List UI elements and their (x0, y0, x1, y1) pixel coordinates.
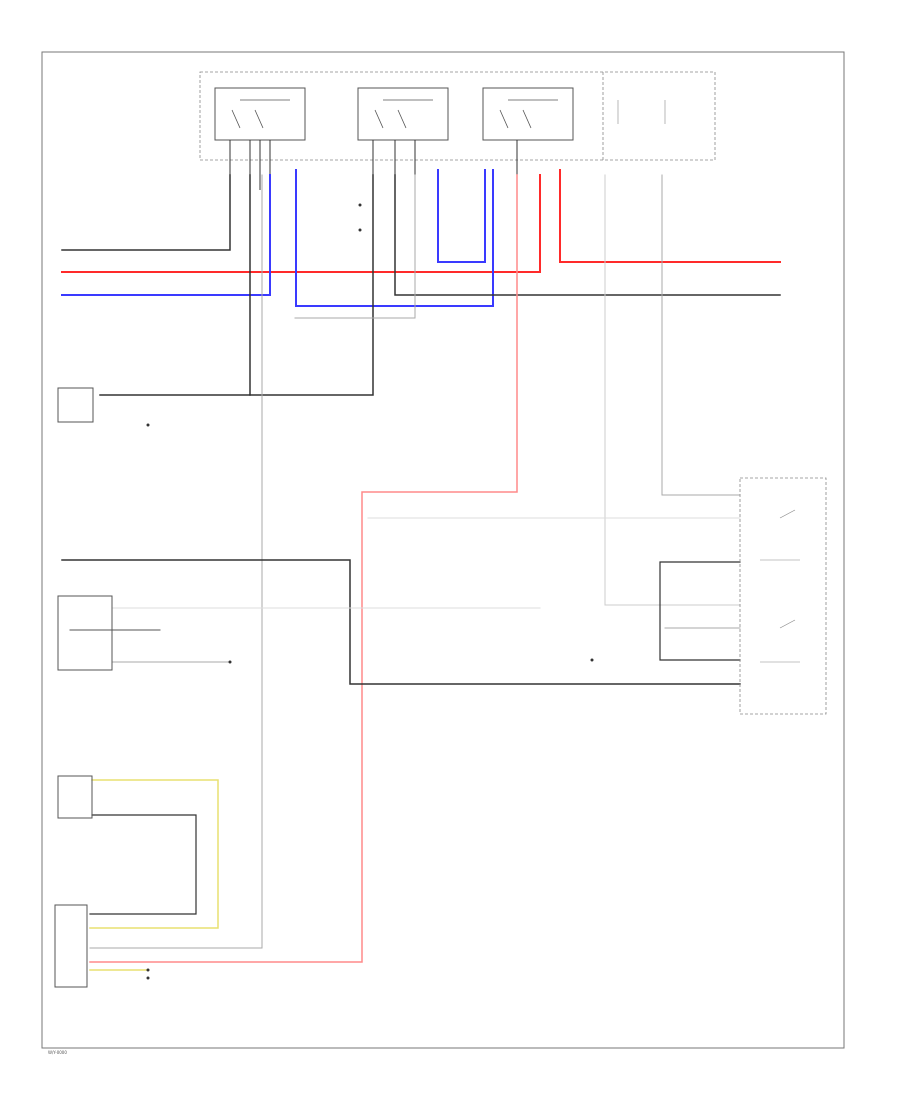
wire-black-lower (89, 814, 197, 915)
wire-pink-long (89, 174, 518, 963)
wire-gray-right-1 (604, 174, 741, 606)
wire-blue-loop-left (295, 169, 494, 307)
module-right (739, 477, 827, 715)
wire-red-right (559, 169, 781, 263)
module-bottom-left (54, 904, 88, 988)
wire-black-sensor (99, 174, 251, 396)
sensor-lower-left (57, 775, 93, 819)
wire-red-main (61, 174, 541, 273)
relay-2 (357, 87, 449, 141)
wire-yellow (89, 779, 219, 929)
wire-blue-main (61, 174, 271, 296)
wire-black-right (394, 174, 781, 296)
wire-black-sensor-2 (249, 174, 374, 396)
footer-code: W/Y-0000 (48, 1050, 67, 1055)
wire-black-right-vert (659, 561, 741, 661)
wire-gray-right-2 (661, 174, 741, 496)
relay-1 (214, 87, 306, 141)
sensor-mid-left (57, 595, 113, 671)
diagram-border (41, 51, 845, 1049)
wire-gray-long (89, 174, 263, 949)
wire-blue-loop-right (437, 169, 486, 263)
relay-3 (482, 87, 574, 141)
wire-gray-mid (294, 174, 416, 319)
wire-black-top (61, 174, 231, 251)
relay-module (199, 71, 716, 190)
sensor-upper-left (57, 387, 94, 423)
wire-black-mid (61, 559, 741, 685)
